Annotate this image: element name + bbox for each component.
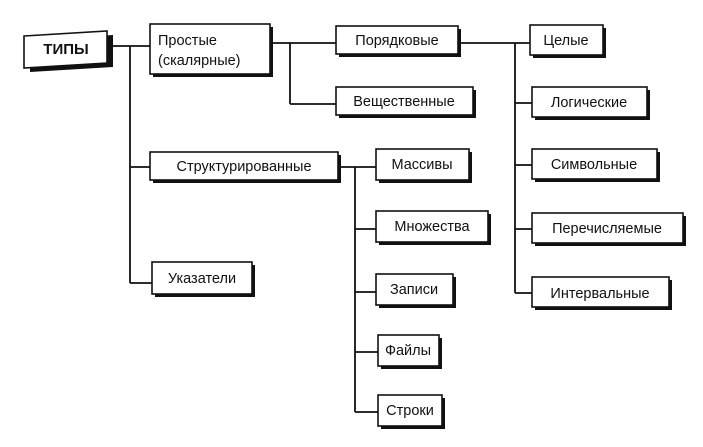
node-sets-label: Множества: [394, 219, 470, 235]
node-enumerated: Перечисляемые: [531, 212, 686, 246]
node-arrays-label: Массивы: [391, 157, 452, 173]
node-ordinal-label: Порядковые: [355, 33, 438, 49]
node-root: ТИПЫ: [23, 30, 113, 72]
node-structured: Структурированные: [149, 151, 341, 183]
node-arrays: Массивы: [375, 148, 472, 183]
node-strings: Строки: [377, 394, 445, 429]
node-integer-label: Целые: [543, 33, 588, 49]
node-sets: Множества: [375, 210, 491, 245]
node-logical-label: Логические: [551, 95, 627, 111]
node-root-label: ТИПЫ: [43, 41, 88, 58]
node-real: Вещественные: [335, 86, 476, 118]
node-character: Символьные: [531, 148, 660, 182]
node-files-label: Файлы: [385, 343, 431, 359]
node-interval: Интервальные: [531, 276, 672, 310]
node-ordinal: Порядковые: [335, 25, 461, 57]
node-records: Записи: [375, 273, 456, 308]
node-strings-label: Строки: [386, 403, 434, 419]
node-pointers-label: Указатели: [168, 271, 236, 287]
node-character-label: Символьные: [551, 157, 637, 173]
node-integer: Целые: [529, 24, 606, 58]
connectors: [107, 42, 532, 413]
node-pointers: Указатели: [151, 261, 255, 297]
node-logical: Логические: [531, 86, 650, 120]
node-interval-label: Интервальные: [550, 286, 649, 302]
node-enumerated-label: Перечисляемые: [552, 221, 662, 237]
node-files: Файлы: [377, 334, 442, 369]
node-real-label: Вещественные: [353, 94, 455, 110]
node-records-label: Записи: [390, 282, 438, 298]
node-simple-label-line2: (скалярные): [158, 53, 241, 69]
node-simple-label-line1: Простые: [158, 33, 217, 49]
node-simple: Простые (скалярные): [149, 23, 273, 77]
node-structured-label: Структурированные: [176, 159, 311, 175]
